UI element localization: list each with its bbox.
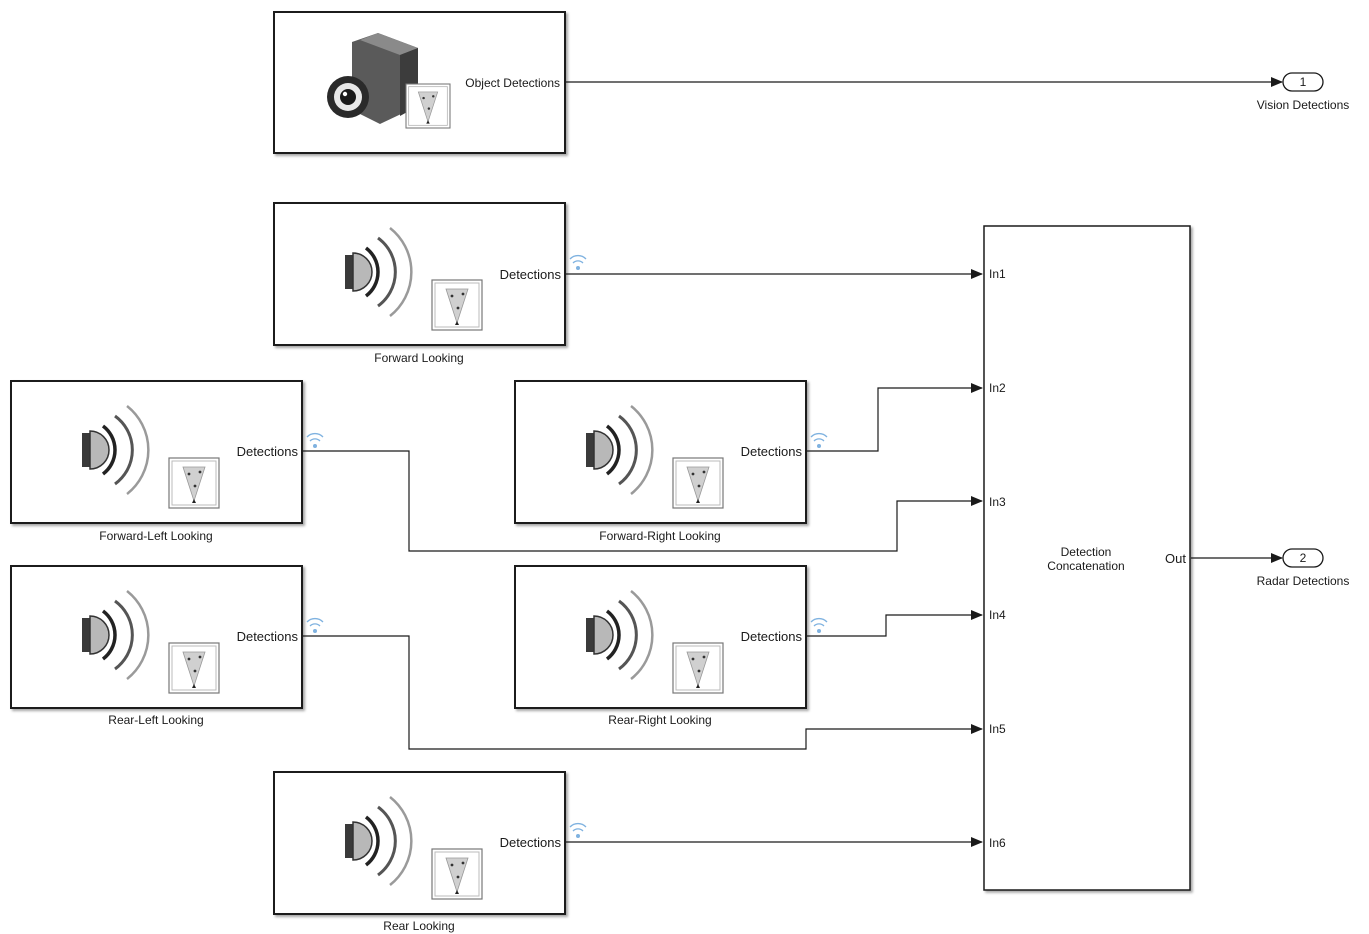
concat-title-line1: Detection [1061,545,1112,559]
block-name: Forward-Left Looking [99,529,212,543]
radar-block-forward-right[interactable]: Detections Forward-Right Looking [515,381,806,543]
input-port-label: In2 [989,381,1006,395]
input-port-label: In4 [989,608,1006,622]
block-name: Rear Looking [383,919,454,933]
outport-number: 1 [1300,75,1307,89]
detection-concatenation-block[interactable]: Detection Concatenation In1 In2 In3 In4 … [984,226,1190,890]
outport-label: Vision Detections [1257,98,1350,112]
coverage-icon [432,280,482,330]
wireless-signal-icon [570,824,586,838]
coverage-icon [432,849,482,899]
radar-block-forward-left[interactable]: Detections Forward-Left Looking [11,381,302,543]
input-port-label: In6 [989,836,1006,850]
outport-number: 2 [1300,551,1307,565]
block-name: Forward-Right Looking [599,529,720,543]
radar-output-label: Detections [741,444,803,459]
outport-vision-detections[interactable]: 1 Vision Detections [1257,73,1350,112]
outport-label: Radar Detections [1257,574,1350,588]
input-port-label: In1 [989,267,1006,281]
radar-output-label: Detections [500,835,562,850]
coverage-icon [673,458,723,508]
coverage-icon [406,84,450,128]
outport-radar-detections[interactable]: 2 Radar Detections [1257,549,1350,588]
wireless-signal-icon [307,619,323,633]
signal-line-in4[interactable] [807,615,982,636]
radar-output-label: Detections [741,629,803,644]
radar-output-label: Detections [237,444,299,459]
wireless-signal-icon [811,434,827,448]
block-name: Rear-Right Looking [608,713,711,727]
coverage-icon [673,643,723,693]
radar-block-rear[interactable]: Detections Rear Looking [274,772,565,933]
input-port-label: In5 [989,722,1006,736]
output-port-label: Out [1165,551,1186,566]
wireless-signal-icon [307,434,323,448]
radar-output-label: Detections [237,629,299,644]
radar-output-label: Detections [500,267,562,282]
signal-line-in2[interactable] [807,388,982,451]
input-port-label: In3 [989,495,1006,509]
wireless-signal-icon [811,619,827,633]
radar-block-forward[interactable]: Detections Forward Looking [274,203,565,365]
coverage-icon [169,458,219,508]
coverage-icon [169,643,219,693]
block-name: Forward Looking [374,351,463,365]
radar-block-rear-left[interactable]: Detections Rear-Left Looking [11,566,302,727]
vision-output-label: Object Detections [465,76,560,90]
wireless-signal-icon [570,256,586,270]
vision-detection-block[interactable]: Object Detections [274,12,565,153]
radar-block-rear-right[interactable]: Detections Rear-Right Looking [515,566,806,727]
concat-title-line2: Concatenation [1047,559,1124,573]
block-name: Rear-Left Looking [108,713,203,727]
